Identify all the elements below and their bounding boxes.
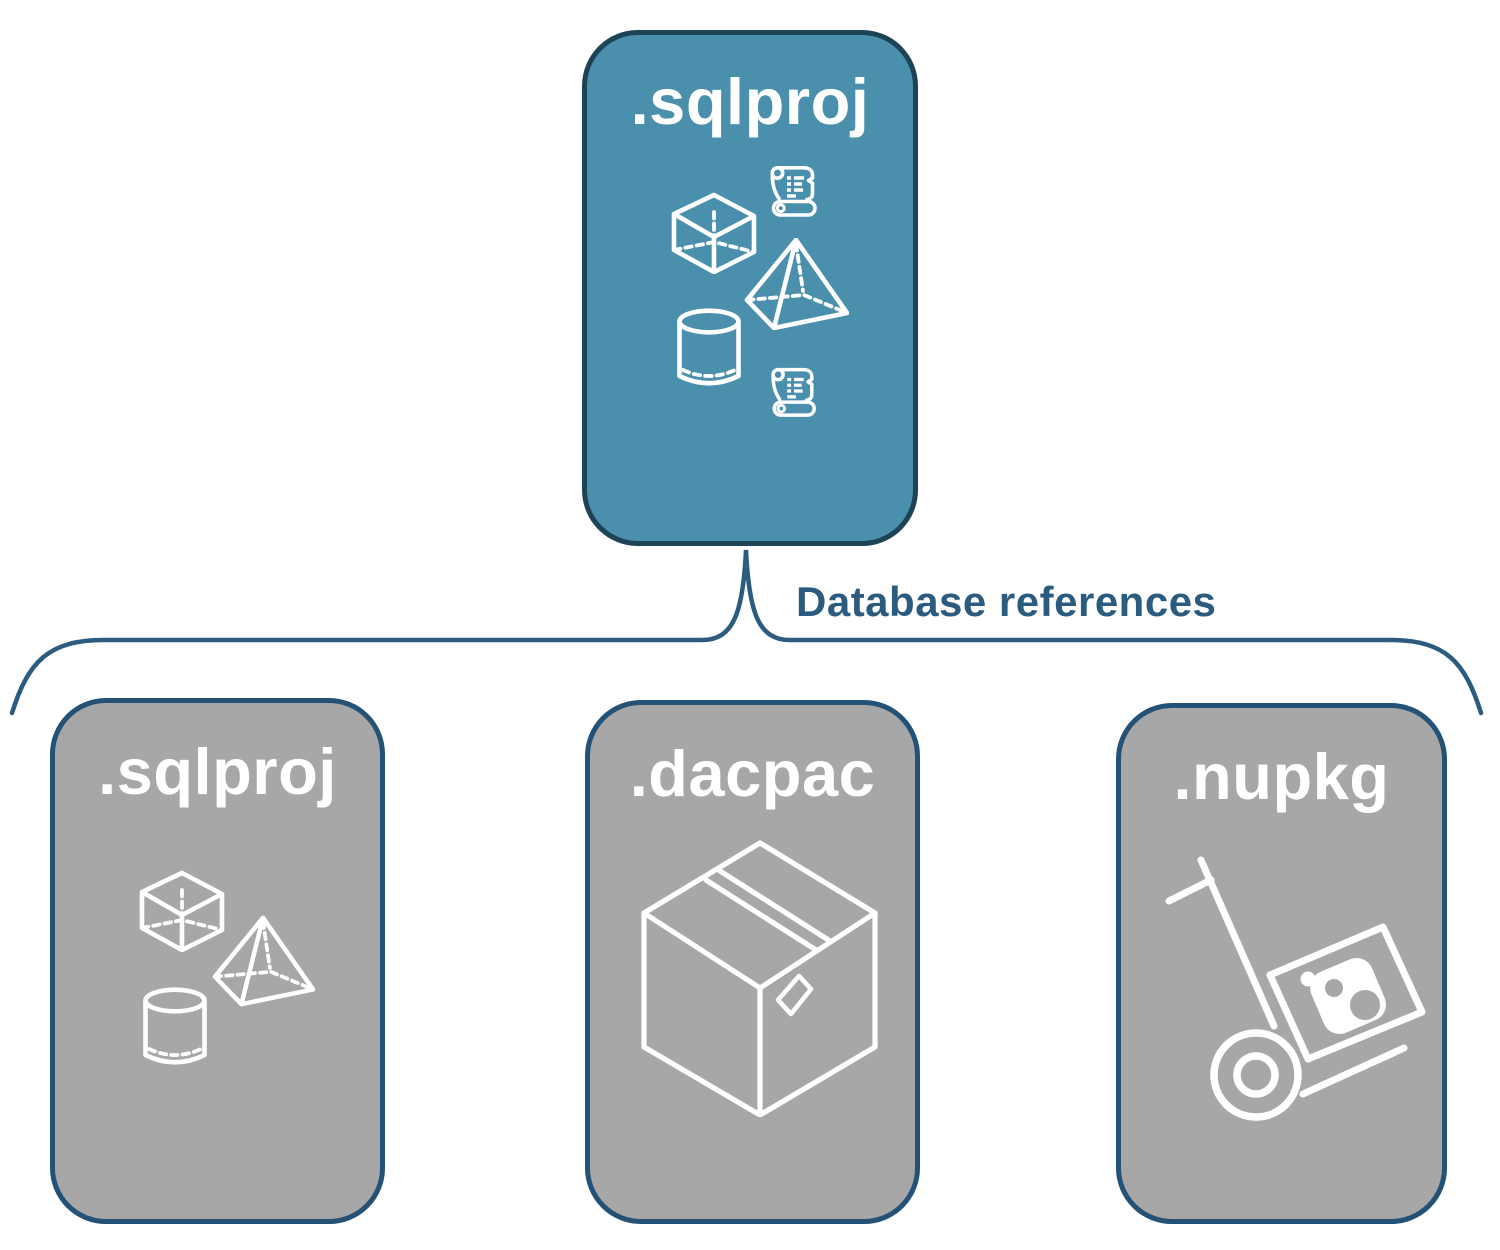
brace-path: [9, 549, 1484, 716]
root-card-sqlproj: .sqlproj: [582, 30, 918, 546]
pyramid-icon: [215, 918, 313, 1004]
connector-label: Database references: [796, 578, 1217, 625]
root-card-label: .sqlproj: [630, 65, 870, 138]
child-card-label: .dacpac: [629, 737, 876, 810]
child-card-label: .nupkg: [1173, 740, 1390, 813]
pyramid-icon: [747, 240, 847, 328]
scroll-icon: [770, 166, 817, 217]
scroll-icon: [771, 367, 816, 417]
cylinder-icon: [680, 311, 739, 384]
cube-icon: [142, 873, 222, 950]
child-card-dacpac: .dacpac: [585, 700, 920, 1224]
child-card-sqlproj: .sqlproj: [50, 698, 385, 1224]
child-card-label: .sqlproj: [98, 735, 337, 808]
cube-icon: [674, 195, 754, 272]
child-card-nupkg: .nupkg: [1116, 703, 1447, 1224]
hand-truck-nuget-package-icon: [1169, 860, 1422, 1117]
cylinder-icon: [146, 990, 205, 1063]
package-box-icon: [644, 843, 875, 1115]
